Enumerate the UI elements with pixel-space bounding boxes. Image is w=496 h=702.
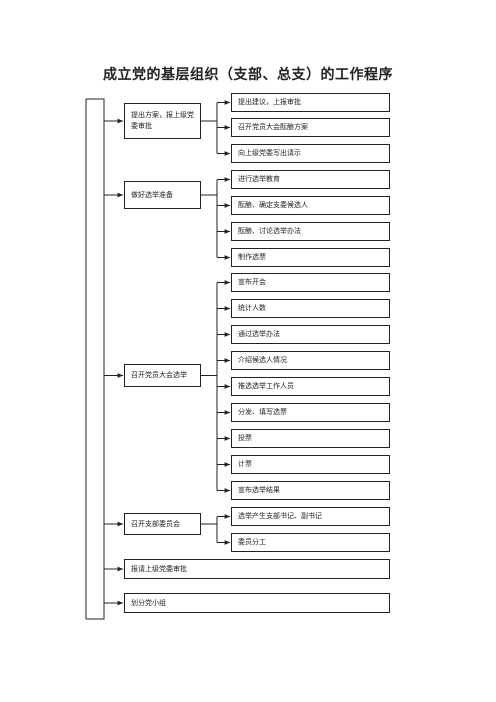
substep-label: 宣布开会	[238, 278, 266, 286]
substep-box: 宣布开会	[231, 273, 390, 292]
step-propose-box: 提出方案，报上级党委审批	[124, 103, 201, 139]
start-bar	[85, 98, 105, 620]
substep-box: 选举产生支部书记、副书记	[231, 507, 390, 526]
page-title: 成立党的基层组织（支部、总支）的工作程序	[103, 67, 393, 83]
substep-box: 委员分工	[231, 533, 390, 552]
connector-lines	[104, 100, 230, 606]
substep-label: 酝酿、确定支委候选人	[238, 201, 308, 209]
substep-box: 介绍候选人情况	[231, 351, 390, 370]
substep-label: 提出建议，上报审批	[238, 98, 301, 106]
substep-box: 提出建议，上报审批	[231, 93, 390, 112]
substep-box: 分发、填写选票	[231, 403, 390, 422]
substep-label: 介绍候选人情况	[238, 356, 287, 364]
substep-label: 选举产生支部书记、副书记	[238, 512, 322, 520]
substep-box: 统计人数	[231, 299, 390, 318]
substep-label: 召开党员大会酝酿方案	[238, 123, 308, 131]
substep-box: 计票	[231, 455, 390, 474]
substep-label: 向上级党委写出请示	[238, 149, 301, 157]
substep-label: 分发、填写选票	[238, 408, 287, 416]
substep-label: 计票	[238, 460, 252, 468]
substep-box: 进行选举教育	[231, 170, 390, 189]
step-prepare-label: 做好选举准备	[131, 190, 173, 199]
substep-box: 投票	[231, 429, 390, 448]
step-general-meeting-box: 召开党员大会选举	[124, 364, 201, 387]
step-report-label: 报请上级党委审批	[131, 564, 187, 573]
substep-box: 酝酿、确定支委候选人	[231, 196, 390, 215]
substep-label: 酝酿、讨论选举办法	[238, 227, 301, 235]
substep-label: 推选选举工作人员	[238, 382, 294, 390]
substep-box: 向上级党委写出请示	[231, 144, 390, 163]
substep-box: 制作选票	[231, 248, 390, 267]
substep-label: 投票	[238, 434, 252, 442]
step-groups-label: 划分党小组	[131, 598, 166, 607]
substep-box: 通过选举办法	[231, 325, 390, 344]
substep-box: 酝酿、讨论选举办法	[231, 222, 390, 241]
substep-label: 制作选票	[238, 253, 266, 261]
step-committee-label: 召开支部委员会	[131, 519, 180, 528]
substep-box: 召开党员大会酝酿方案	[231, 118, 390, 137]
step-propose-label: 提出方案，报上级党委审批	[131, 111, 194, 130]
substep-label: 宣布选举结果	[238, 486, 280, 494]
substep-label: 统计人数	[238, 304, 266, 312]
substep-label: 通过选举办法	[238, 330, 280, 338]
step-prepare-box: 做好选举准备	[124, 181, 201, 209]
substep-label: 委员分工	[238, 538, 266, 546]
substep-box: 推选选举工作人员	[231, 377, 390, 396]
step-committee-box: 召开支部委员会	[124, 513, 201, 535]
step-report-box: 报请上级党委审批	[124, 559, 390, 579]
step-groups-box: 划分党小组	[124, 593, 390, 613]
substep-label: 进行选举教育	[238, 175, 280, 183]
substep-box: 宣布选举结果	[231, 481, 390, 500]
step-general-meeting-label: 召开党员大会选举	[131, 371, 187, 379]
